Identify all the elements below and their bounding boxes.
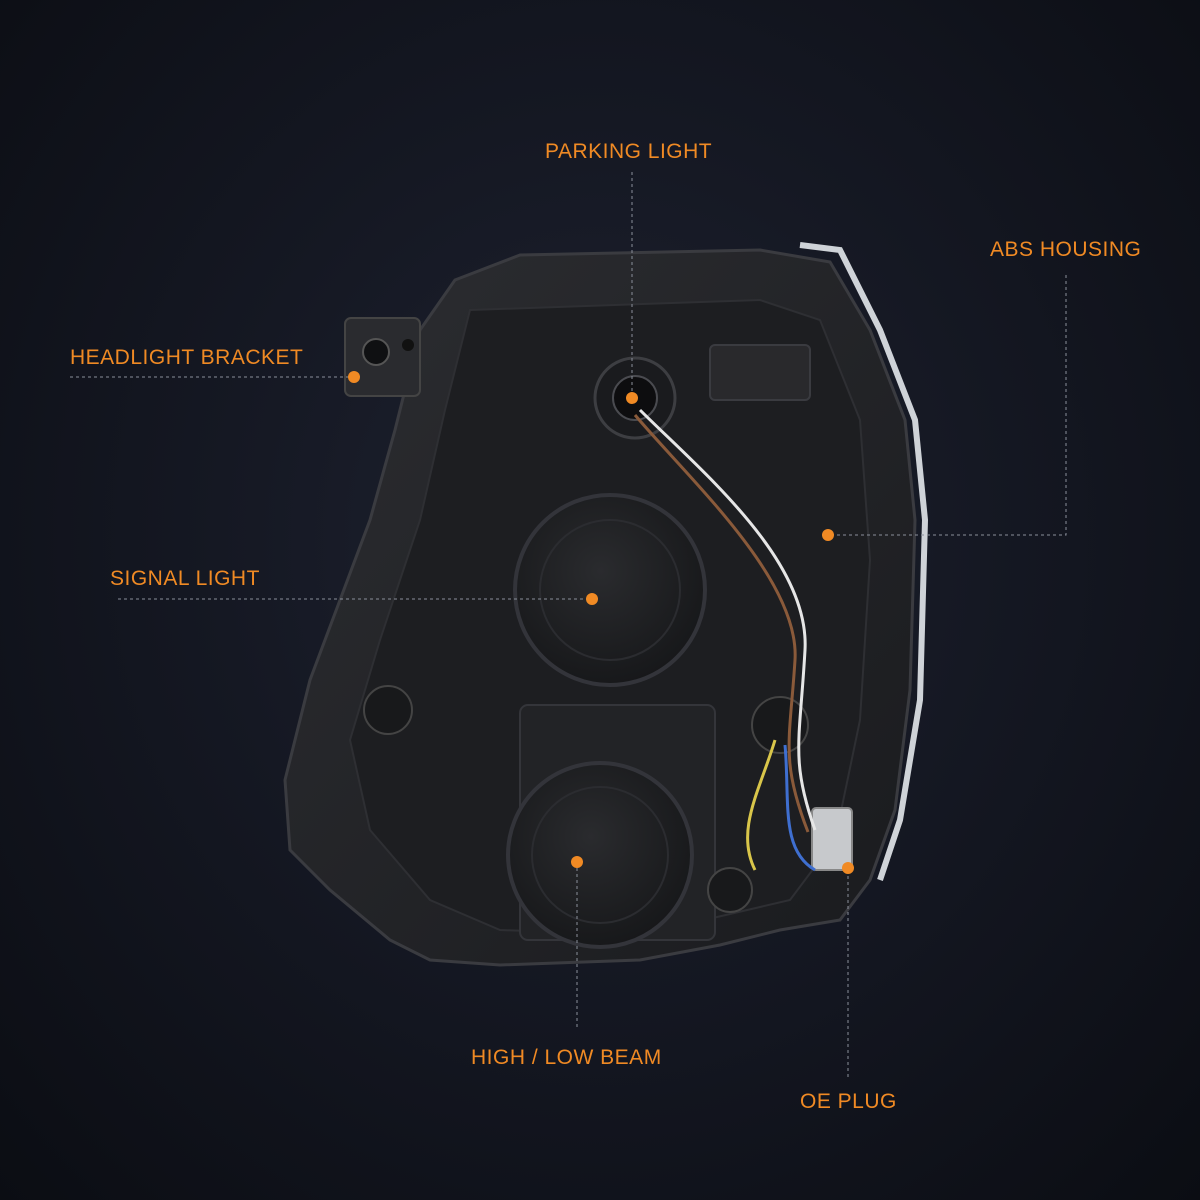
wire-socket (751, 696, 809, 754)
label-high-low-beam: HIGH / LOW BEAM (471, 1046, 662, 1069)
wire-white (638, 408, 817, 831)
marker-abs-housing (822, 529, 834, 541)
signal-dust-cap (513, 493, 707, 687)
marker-parking-light (626, 392, 638, 404)
side-socket (363, 685, 413, 735)
label-abs-housing: ABS HOUSING (990, 238, 1142, 261)
callout-markers (348, 371, 854, 874)
wire-brown (633, 414, 810, 833)
headlight-bracket (344, 317, 421, 397)
label-parking-light: PARKING LIGHT (545, 140, 713, 163)
label-oe-plug: OE PLUG (800, 1090, 897, 1113)
leader-abs (828, 275, 1067, 536)
marker-signal-light (586, 593, 598, 605)
lower-socket (707, 867, 753, 913)
marker-headlight-bracket (348, 371, 360, 383)
headlight-assembly (283, 242, 929, 967)
wire-yellow (746, 739, 777, 871)
marker-oe-plug (842, 862, 854, 874)
label-signal-light: SIGNAL LIGHT (110, 567, 260, 590)
beam-dust-cap (506, 761, 694, 949)
marker-high-low-beam (571, 856, 583, 868)
oe-plug-connector (811, 807, 853, 871)
label-headlight-bracket: HEADLIGHT BRACKET (70, 346, 304, 369)
leader-lines (70, 172, 1067, 1078)
upper-connector (709, 344, 811, 401)
wire-blue (783, 744, 816, 872)
chrome-edge (799, 242, 929, 881)
